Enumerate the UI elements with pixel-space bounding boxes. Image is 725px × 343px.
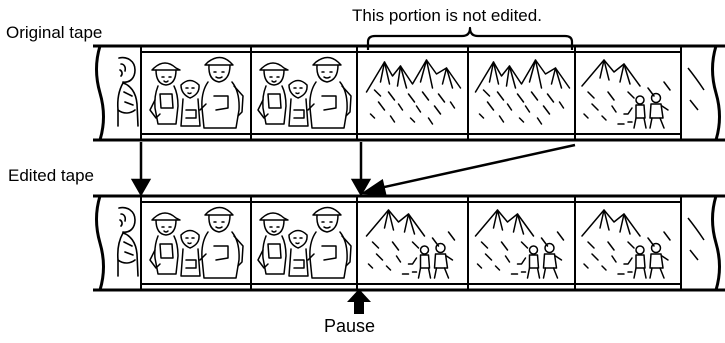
pause-arrow — [347, 289, 371, 314]
pause-label: Pause — [324, 316, 376, 336]
edited-mountains-partial-frame-7 — [687, 217, 705, 261]
hikers-frame-2 — [149, 56, 244, 129]
original-tape — [93, 44, 725, 142]
mountains-partial-frame-7 — [687, 67, 705, 111]
mountains-frame-4 — [365, 59, 462, 125]
copy-arrow-mid-head — [350, 178, 372, 197]
hiker-partial-frame-1 — [116, 56, 139, 127]
edited-hikers-frame-3 — [257, 206, 352, 279]
insert-arrow-head — [360, 178, 387, 196]
edited-mountains-hikers-frame-4 — [365, 209, 456, 279]
copy-arrow-left-head — [130, 178, 152, 197]
unedited-portion-brace — [366, 26, 574, 50]
edited-mountains-hikers-frame-5 — [474, 209, 565, 279]
hikers-frame-3 — [257, 56, 352, 129]
mountains-frame-5 — [474, 59, 571, 125]
edited-tape — [93, 194, 725, 292]
edited-hiker-partial-frame-1 — [116, 206, 139, 277]
edited-tape-label: Edited tape — [8, 166, 95, 185]
original-tape-label: Original tape — [6, 23, 103, 42]
unedited-portion-note: This portion is not edited. — [352, 6, 542, 25]
insert-arrow-line — [379, 143, 576, 190]
mountains-hikers-frame-6 — [581, 59, 671, 129]
edited-hikers-frame-2 — [149, 206, 244, 279]
edited-mountains-hikers-frame-6 — [581, 209, 671, 279]
